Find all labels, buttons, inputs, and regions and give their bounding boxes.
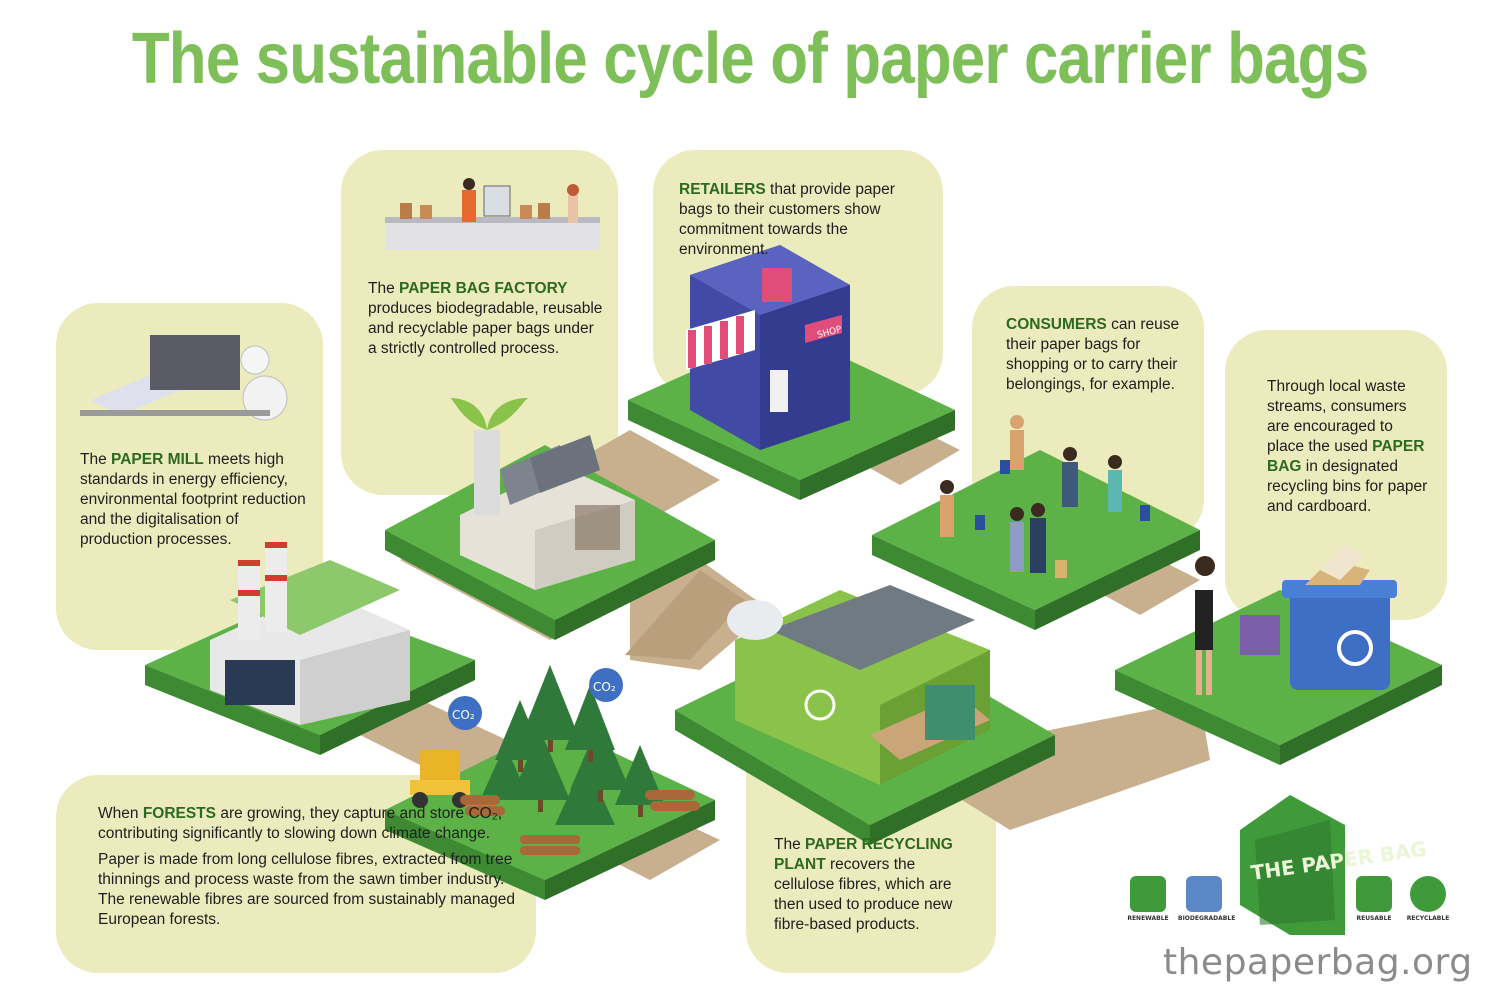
co2-bubble-b: CO₂ bbox=[593, 680, 616, 694]
cycle-arrow-head bbox=[625, 570, 745, 660]
card-text-after: that provide paper bags to their custome… bbox=[679, 181, 895, 258]
card-forests: When FORESTS are growing, they capture a… bbox=[98, 804, 518, 930]
factory-counter bbox=[385, 178, 600, 250]
shop-building bbox=[686, 245, 850, 450]
co2-bubbles bbox=[448, 668, 623, 730]
card-paper-bag-factory: The PAPER BAG FACTORY produces biodegrad… bbox=[368, 279, 603, 359]
card-text-after: meets high standards in energy efficienc… bbox=[80, 451, 306, 548]
card-bins-bg bbox=[1225, 330, 1447, 620]
card-text-after: can reuse their paper bags for shopping … bbox=[1006, 316, 1180, 393]
forest-tree-trunks bbox=[518, 740, 643, 817]
badge-biodegradable: BIODEGRADABLE bbox=[1178, 876, 1235, 922]
badge-renewable: RENEWABLE bbox=[1122, 876, 1174, 922]
card-consumers: CONSUMERS can reuse their paper bags for… bbox=[1006, 315, 1186, 395]
card-forests-extra: Paper is made from long cellulose fibres… bbox=[98, 851, 516, 928]
woman-recycling bbox=[1195, 556, 1280, 695]
the-paper-bag-logo bbox=[1240, 795, 1345, 935]
card-text-before: Through local waste streams, consumers a… bbox=[1267, 378, 1407, 455]
recyclable-icon bbox=[1410, 876, 1446, 912]
badge-reusable: REUSABLE bbox=[1348, 876, 1400, 922]
recycling-plant-building bbox=[727, 585, 990, 785]
card-text-after: in designated recycling bins for paper a… bbox=[1267, 458, 1428, 515]
card-highlight: PAPER BAG FACTORY bbox=[399, 280, 568, 297]
card-text-before: The bbox=[80, 451, 112, 468]
card-text-after: produces biodegradable, reusable and rec… bbox=[368, 300, 603, 357]
card-highlight: PAPER MILL bbox=[111, 451, 204, 468]
paper-bag-factory-building bbox=[450, 398, 635, 590]
card-highlight: PAPER BAG bbox=[1267, 438, 1425, 475]
reusable-icon bbox=[1356, 876, 1392, 912]
paper-roll-machine bbox=[80, 335, 288, 421]
paper-mill-building bbox=[210, 542, 410, 725]
card-highlight: RETAILERS bbox=[679, 181, 766, 198]
card-text-before: The bbox=[368, 280, 400, 297]
card-text-before: When bbox=[98, 805, 143, 822]
card-recycling-bins: Through local waste streams, consumers a… bbox=[1267, 377, 1432, 517]
co2-bubble-a: CO₂ bbox=[452, 708, 475, 722]
badge-recyclable: RECYCLABLE bbox=[1402, 876, 1454, 922]
biodegradable-icon bbox=[1186, 876, 1222, 912]
card-paper-mill: The PAPER MILL meets high standards in e… bbox=[80, 450, 315, 550]
recycling-bin bbox=[1282, 545, 1397, 690]
card-retailers: RETAILERS that provide paper bags to the… bbox=[679, 180, 904, 260]
card-highlight: FORESTS bbox=[142, 805, 217, 822]
card-highlight: PAPER RECYCLING PLANT bbox=[774, 836, 953, 873]
card-text-after: recovers the cellulose fibres, which are… bbox=[774, 856, 953, 933]
card-text-after: are growing, they capture and store CO₂,… bbox=[98, 805, 503, 842]
card-highlight: CONSUMERS bbox=[1006, 316, 1107, 333]
consumer-people bbox=[940, 415, 1150, 578]
badge-label: RENEWABLE bbox=[1127, 915, 1169, 922]
card-recycling-plant: The PAPER RECYCLING PLANT recovers the c… bbox=[774, 835, 974, 935]
card-text-before: The bbox=[774, 836, 806, 853]
log-piles bbox=[460, 790, 700, 855]
badge-label: RECYCLABLE bbox=[1406, 915, 1450, 922]
renewable-icon bbox=[1130, 876, 1166, 912]
badge-label: BIODEGRADABLE bbox=[1178, 915, 1236, 922]
page-title: The sustainable cycle of paper carrier b… bbox=[131, 19, 1369, 99]
website-url[interactable]: thepaperbag.org bbox=[1163, 942, 1473, 983]
badge-label: REUSABLE bbox=[1356, 915, 1392, 922]
forklift bbox=[410, 750, 470, 808]
